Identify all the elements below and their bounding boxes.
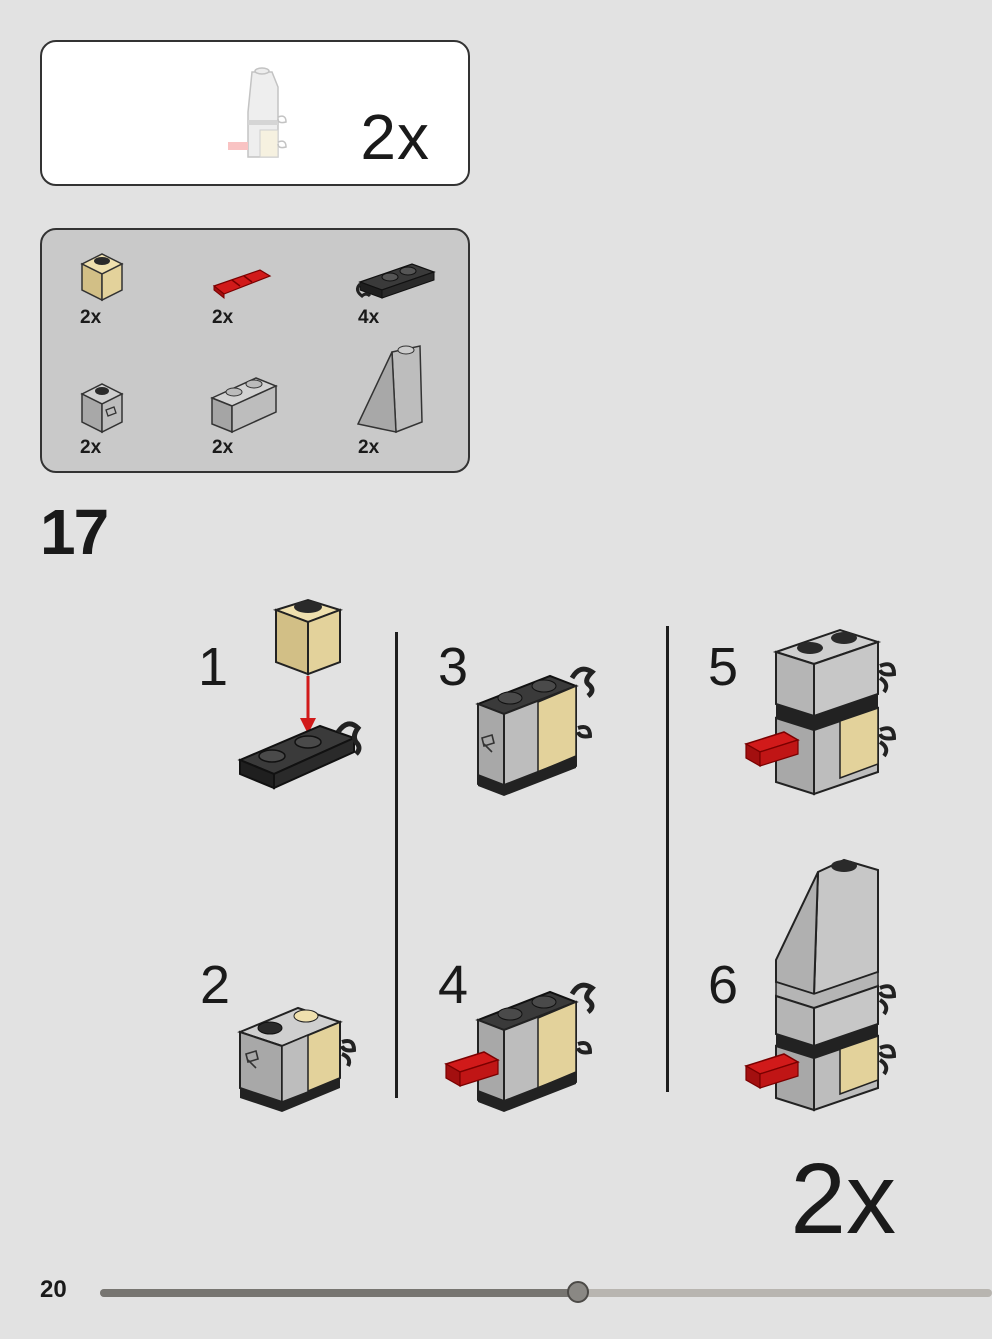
subassembly-quantity: 2x xyxy=(360,101,430,173)
red-bar-icon xyxy=(212,269,272,300)
progress-bar xyxy=(100,1289,992,1297)
substep-3-illustration xyxy=(475,666,596,796)
substep-number: 2 xyxy=(200,955,231,1015)
gray-1x2-brick-icon xyxy=(210,377,278,434)
repeat-quantity: 2x xyxy=(790,1143,896,1255)
substep-6-illustration xyxy=(744,858,897,1112)
part-quantity: 2x xyxy=(212,437,234,458)
parts-list: 2x 2x 4x 2x 2x 2x xyxy=(40,228,470,473)
part-quantity: 2x xyxy=(212,307,234,328)
substep-1-illustration xyxy=(237,598,362,790)
subassembly-callout: 2x xyxy=(40,40,470,186)
tan-brick-icon xyxy=(80,253,124,302)
gray-side-stud-brick-icon xyxy=(80,383,124,434)
substep-2-illustration xyxy=(237,1006,357,1112)
column-divider xyxy=(395,632,398,1098)
page-number: 20 xyxy=(40,1276,67,1303)
column-divider xyxy=(666,626,669,1092)
substep-number: 5 xyxy=(708,637,739,697)
gray-slope-brick-icon xyxy=(356,345,423,434)
progress-fill xyxy=(100,1289,579,1297)
black-plate-icon xyxy=(355,263,436,299)
part-quantity: 2x xyxy=(80,307,102,328)
substep-number: 4 xyxy=(438,955,469,1015)
substep-5-illustration xyxy=(744,628,897,796)
step-number: 17 xyxy=(40,496,109,568)
substep-number: 6 xyxy=(708,955,739,1015)
substep-4-illustration xyxy=(444,982,596,1112)
part-quantity: 2x xyxy=(80,437,102,458)
part-quantity: 2x xyxy=(358,437,380,458)
subassembly-model-image xyxy=(228,67,287,158)
substep-number: 3 xyxy=(438,637,469,697)
substep-number: 1 xyxy=(198,637,229,697)
part-quantity: 4x xyxy=(358,307,380,328)
progress-knob[interactable] xyxy=(567,1281,590,1303)
